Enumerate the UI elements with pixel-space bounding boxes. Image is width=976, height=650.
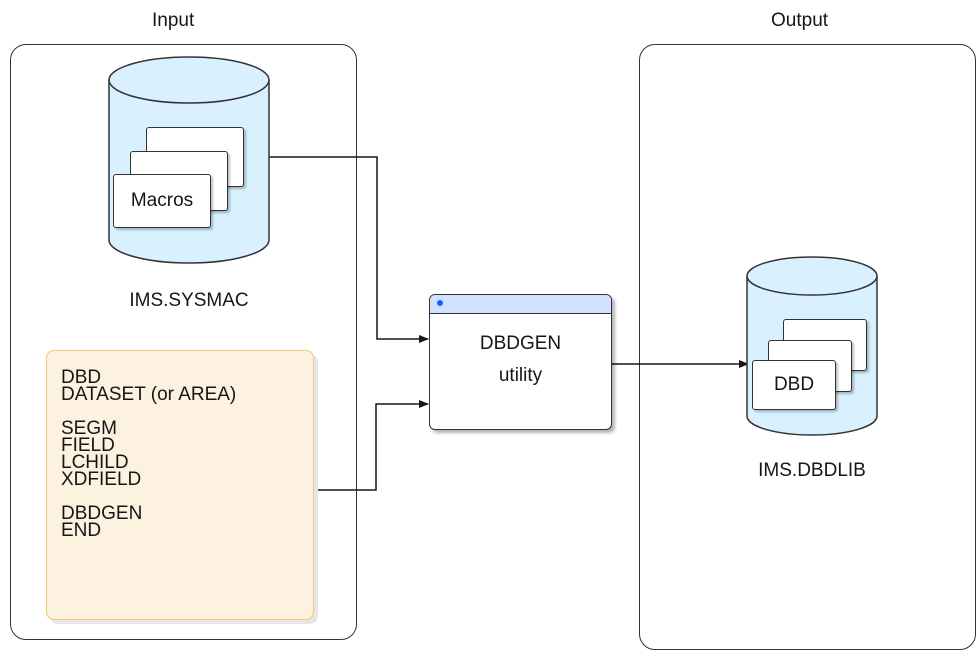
statement-dbdgen: DBDGEN (61, 503, 143, 524)
dbdlib-label: IMS.DBDLIB (758, 460, 866, 481)
statement-end: END (61, 520, 102, 541)
dbd-statements-box: DBD DATASET (or AREA) SEGM FIELD LCHILD … (46, 350, 314, 620)
statement-xdfield: XDFIELD (61, 469, 142, 490)
input-panel-title: Input (152, 10, 195, 31)
output-panel-title: Output (771, 10, 829, 31)
statement-dataset: DATASET (or AREA) (61, 384, 237, 405)
dbd-document: DBD (752, 360, 836, 410)
macros-document: Macros (113, 174, 211, 228)
window-dot-icon (437, 300, 443, 306)
dbd-label: DBD (773, 374, 815, 395)
macros-label: Macros (130, 190, 194, 211)
dbdgen-utility-window: DBDGEN utility (429, 294, 612, 430)
sysmac-label: IMS.SYSMAC (129, 290, 249, 311)
utility-name: DBDGEN (479, 333, 562, 354)
dbdlib-database: DBD (746, 256, 878, 436)
statement-group: SEGM FIELD LCHILD XDFIELD (61, 418, 299, 490)
statement-lchild: LCHILD (61, 452, 129, 473)
statement-group: DBDGEN END (61, 503, 299, 541)
statement-segm: SEGM (61, 418, 117, 439)
utility-text: DBDGEN utility (430, 314, 611, 392)
statement-dbd: DBD (61, 367, 102, 388)
statement-group: DBD DATASET (or AREA) (61, 367, 299, 405)
utility-title-bar (430, 295, 611, 314)
sysmac-database: Macros (108, 56, 270, 264)
statement-field: FIELD (61, 435, 115, 456)
utility-subtitle: utility (498, 365, 543, 386)
